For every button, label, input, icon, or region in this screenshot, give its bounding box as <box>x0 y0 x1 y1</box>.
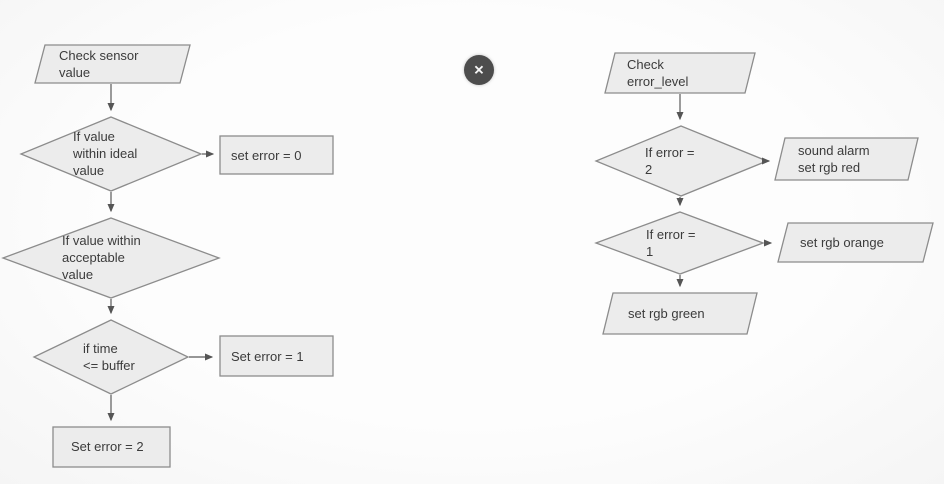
set-error-1-shape <box>219 335 334 377</box>
sound-alarm-set-rgb-red-shape <box>774 137 919 181</box>
set-error-0-shape <box>219 135 334 175</box>
close-button[interactable]: ✕ <box>464 55 494 85</box>
set-rgb-orange-shape <box>777 222 934 263</box>
close-icon: ✕ <box>473 62 485 77</box>
set-error-2-shape <box>52 426 171 468</box>
if-value-within-acceptable-shape <box>1 217 221 299</box>
set-rgb-green-shape <box>602 292 758 335</box>
if-error-1-shape <box>594 211 765 275</box>
if-error-2-shape <box>594 125 769 197</box>
check-error-level-shape <box>604 52 756 94</box>
if-time-le-buffer-shape <box>32 319 190 395</box>
check-sensor-value-shape <box>34 44 191 84</box>
if-value-within-ideal-shape <box>19 116 203 192</box>
